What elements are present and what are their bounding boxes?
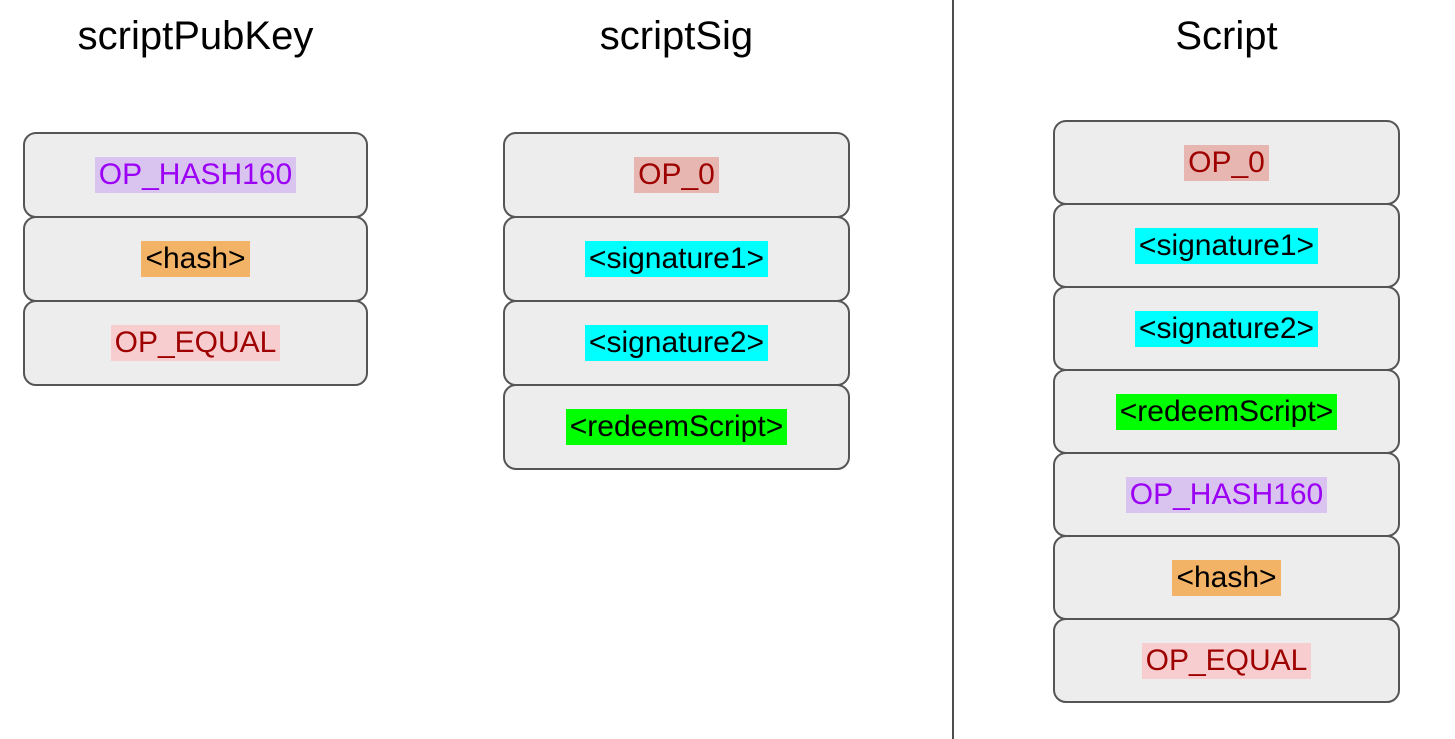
script-box-label: <redeemScript> bbox=[565, 409, 788, 445]
script-box-label: OP_EQUAL bbox=[1141, 642, 1312, 679]
script-box[interactable]: OP_HASH160 bbox=[23, 132, 368, 218]
script-box-label: OP_HASH160 bbox=[94, 157, 297, 193]
script-box[interactable]: OP_0 bbox=[503, 132, 850, 218]
script-box[interactable]: <signature1> bbox=[503, 216, 850, 302]
script-box-label: OP_HASH160 bbox=[1125, 476, 1328, 513]
script-stack-scriptsig: OP_0 <signature1> <signature2> <redeemScrip… bbox=[503, 132, 850, 470]
column-title-scriptpubkey: scriptPubKey bbox=[77, 14, 314, 58]
column-title-scriptsig: scriptSig bbox=[599, 14, 754, 58]
script-box-label: <redeemScript> bbox=[1115, 393, 1338, 430]
script-box[interactable]: <signature1> bbox=[1053, 203, 1400, 288]
script-box-label: <hash> bbox=[1172, 559, 1281, 596]
script-box-label: <signature1> bbox=[1134, 227, 1319, 264]
script-box[interactable]: <hash> bbox=[23, 216, 368, 302]
script-box[interactable]: OP_HASH160 bbox=[1053, 452, 1400, 537]
script-box-label: <signature1> bbox=[584, 241, 769, 277]
column-title-script: Script bbox=[1175, 14, 1278, 58]
script-box[interactable]: <signature2> bbox=[1053, 286, 1400, 371]
script-box[interactable]: <hash> bbox=[1053, 535, 1400, 620]
script-stack-scriptpubkey: OP_HASH160 <hash> OP_EQUAL bbox=[23, 132, 368, 386]
script-box[interactable]: OP_EQUAL bbox=[23, 300, 368, 386]
script-box-label: OP_0 bbox=[1184, 144, 1269, 181]
script-box[interactable]: OP_0 bbox=[1053, 120, 1400, 205]
vertical-divider bbox=[952, 0, 954, 739]
script-box[interactable]: OP_EQUAL bbox=[1053, 618, 1400, 703]
script-box-label: OP_0 bbox=[634, 157, 719, 193]
script-box[interactable]: <redeemScript> bbox=[1053, 369, 1400, 454]
script-stack-script: OP_0 <signature1> <signature2> <redeemScrip… bbox=[1053, 120, 1400, 703]
script-box-label: <hash> bbox=[141, 241, 250, 277]
script-box[interactable]: <signature2> bbox=[503, 300, 850, 386]
script-box-label: <signature2> bbox=[1134, 310, 1319, 347]
script-box-label: OP_EQUAL bbox=[110, 325, 281, 361]
script-box[interactable]: <redeemScript> bbox=[503, 384, 850, 470]
script-box-label: <signature2> bbox=[584, 325, 769, 361]
